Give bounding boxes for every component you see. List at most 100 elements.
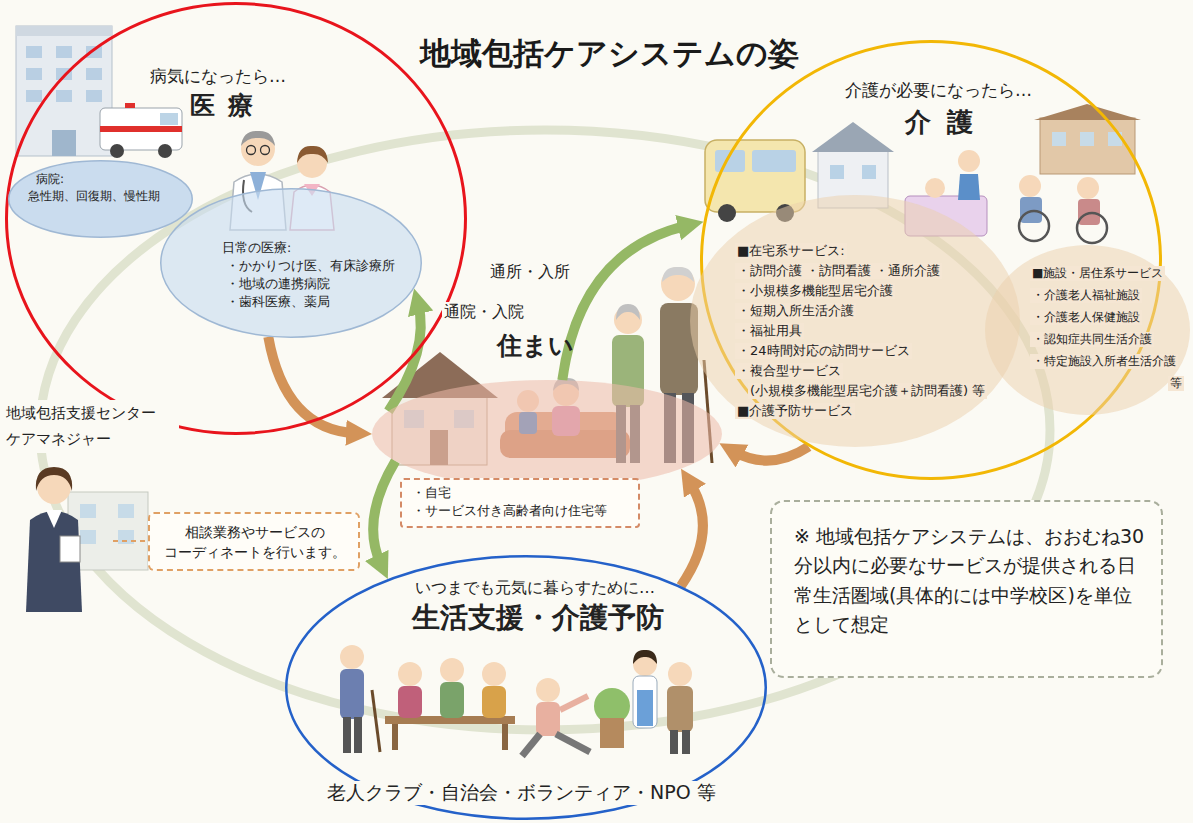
node-text: (小規模多機能型居宅介護＋訪問看護) 等 <box>748 383 987 399</box>
drawing-part <box>16 26 112 36</box>
ambulance <box>100 103 182 158</box>
node-outline-shape <box>690 195 1020 447</box>
drawing-part <box>80 530 96 544</box>
node-text: ・かかりつけ医、有床診療所 <box>226 258 395 274</box>
drawing-part <box>925 178 945 198</box>
drawing-part <box>398 662 422 686</box>
free-label: 地域包括支援センター ケアマネジャー <box>4 400 179 453</box>
drawing-part <box>482 662 506 686</box>
drawing-part <box>502 724 508 750</box>
node-text: ・短期入所生活介護 <box>735 303 856 319</box>
drawing-part <box>36 467 72 491</box>
node-text: いつまでも元気に暮らすために… <box>415 578 655 598</box>
edge-label: 通所・入所 <box>488 262 572 282</box>
medical-region-circle: 病気になったら…医療病院:急性期、回復期、慢性期日常の医療:・かかりつけ医、有床… <box>5 2 467 435</box>
node-text: ・自宅 <box>412 485 451 501</box>
text-slot: 日常の医療: <box>222 240 291 256</box>
text-slot: 介護が必要になったら… <box>845 80 1032 101</box>
text-slot: 通院・入院 <box>442 302 526 322</box>
node-text: 病院: <box>36 172 64 187</box>
drawing-part <box>1078 199 1100 225</box>
drawing-part <box>26 90 42 102</box>
node-text: ■施設・居住系サービス <box>1030 266 1165 281</box>
drawing-part <box>1052 132 1066 146</box>
drawing-part <box>26 68 42 80</box>
prevention-region-circle: いつまでも元気に暮らすために…生活支援・介護予防老人クラブ・自治会・ボランティア… <box>285 555 767 820</box>
text-slot: 住まい <box>497 330 574 361</box>
text-slot: 老人クラブ・自治会・ボランティア・NPO 等 <box>325 781 718 805</box>
drawing-part <box>125 103 135 108</box>
drawing-part <box>812 122 894 152</box>
node-outline-shape <box>7 4 466 434</box>
drawing-part <box>958 150 980 172</box>
node-outline-shape <box>372 380 722 488</box>
drawing-part <box>60 536 80 562</box>
drawing-part <box>752 150 796 172</box>
node-outline <box>372 380 722 488</box>
node-text: ・介護老人保健施設 <box>1030 310 1142 325</box>
text-slot: ■介護予防サービス <box>735 400 855 419</box>
drawing-part <box>1034 104 1141 120</box>
drawing-part <box>160 113 178 125</box>
drawing-part <box>1019 211 1049 241</box>
active-seniors <box>340 645 693 756</box>
drawing-part <box>247 146 256 155</box>
flow-arrow <box>562 225 688 380</box>
text-slot: 等 <box>1168 372 1184 391</box>
node-text: ・24時間対応の訪問サービス <box>735 343 912 359</box>
text-slot: ■施設・居住系サービス <box>1030 262 1165 281</box>
node-text: 老人クラブ・自治会・ボランティア・NPO 等 <box>325 781 718 805</box>
drawing-part <box>118 504 134 518</box>
drawing-part <box>670 730 678 754</box>
drawing-part <box>958 174 980 200</box>
node-text: ・複合型サービス <box>735 363 843 379</box>
drawing-part <box>26 511 82 612</box>
drawing-part <box>667 686 693 732</box>
flow-arrow <box>388 304 420 411</box>
drawing-part <box>110 144 124 158</box>
drawing-part <box>297 146 328 163</box>
node-text: 等 <box>1168 376 1184 391</box>
node-text: ・介護老人福祉施設 <box>1030 288 1142 303</box>
text-slot: ・介護老人保健施設 <box>1030 306 1142 325</box>
text-slot: 生活支援・介護予防 <box>412 600 664 635</box>
drawing-part <box>560 696 588 710</box>
drawing-part <box>241 131 275 146</box>
drawing-part <box>1077 177 1099 199</box>
drawing-part <box>26 46 42 58</box>
drawing-part <box>830 165 844 179</box>
drawing-part <box>100 108 182 150</box>
drawing-part <box>1019 175 1041 197</box>
drawing-part <box>261 146 270 155</box>
drawing-part <box>556 734 590 752</box>
drawing-part <box>637 690 653 726</box>
drawing-part <box>340 669 364 719</box>
text-slot: ・福祉用具 <box>735 320 804 339</box>
drawing-part <box>354 717 362 753</box>
drawing-part <box>440 658 464 682</box>
drawing-part <box>398 686 422 718</box>
hospital-ellipse: 病院:急性期、回復期、慢性期 <box>8 160 193 238</box>
node-text: ・小規模多機能型居宅介護 <box>735 283 895 299</box>
node-outline-shape <box>985 245 1190 415</box>
drawing-part <box>633 650 657 664</box>
text-slot: ・短期入所生活介護 <box>735 300 856 319</box>
home-type-box: ・自宅・サービス付き高齢者向け住宅等 <box>400 478 640 528</box>
drawing-part <box>343 717 351 753</box>
flow-arrow <box>373 461 395 565</box>
text-slot: ・地域の連携病院 <box>226 276 330 292</box>
drawing-part <box>392 724 398 750</box>
node-text: 介護が必要になったら… <box>845 80 1032 101</box>
text-slot: 病気になったら… <box>150 66 286 87</box>
node-text: 住まい <box>497 330 574 361</box>
text-slot: いつまでも元気に暮らすために… <box>415 578 655 598</box>
text-slot: ・介護老人福祉施設 <box>1030 284 1142 303</box>
text-slot: 地域包括ケアシステムの姿 <box>420 34 799 73</box>
node-text: 日常の医療: <box>222 240 291 256</box>
home-ellipse: 住まい <box>372 380 722 488</box>
drawing-part <box>536 702 560 736</box>
node-text: ・地域の連携病院 <box>226 276 330 292</box>
drawing-part <box>56 46 72 58</box>
text-slot: ※ 地域包括ケアシステムは、おおむね30分以内に必要なサービスが提供される日常生… <box>794 522 1149 640</box>
